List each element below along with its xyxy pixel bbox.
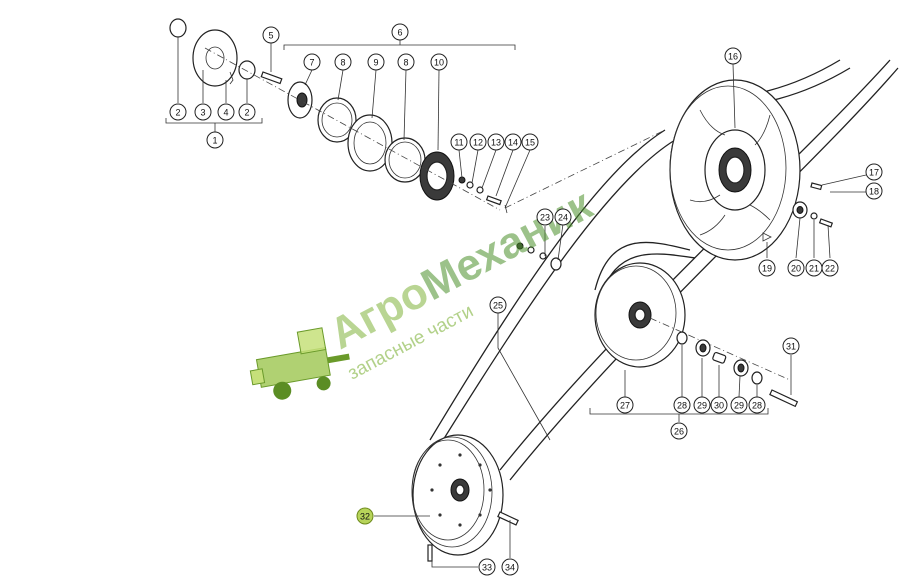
callout-3: 3 (194, 103, 212, 121)
large-pulley (669, 79, 801, 261)
callout-26: 26 (670, 422, 688, 440)
callout-label: 8 (340, 58, 345, 68)
callout-29: 29 (693, 396, 711, 414)
leader-lines (165, 37, 867, 568)
callout-9: 9 (367, 53, 385, 71)
callout-label: 29 (697, 401, 707, 411)
callout-24: 24 (554, 208, 572, 226)
callout-label: 4 (223, 108, 228, 118)
callout-19: 19 (758, 259, 776, 277)
bottom-pulley (411, 434, 504, 556)
callout-label: 6 (397, 28, 402, 38)
callout-28: 28 (673, 396, 691, 414)
callout-label: 22 (825, 264, 835, 274)
callout-label: 14 (508, 138, 518, 148)
callout-label: 28 (677, 401, 687, 411)
callout-label: 21 (809, 264, 819, 274)
callout-25: 25 (489, 296, 507, 314)
callout-10: 10 (430, 53, 448, 71)
callout-8: 8 (334, 53, 352, 71)
callout-8: 8 (397, 53, 415, 71)
callout-label: 34 (505, 563, 515, 573)
callout-label: 16 (728, 52, 738, 62)
callout-label: 9 (373, 58, 378, 68)
callout-label: 25 (493, 301, 503, 311)
callout-16: 16 (724, 47, 742, 65)
callout-2: 2 (238, 103, 256, 121)
callout-label: 12 (473, 138, 483, 148)
callout-label: 30 (714, 401, 724, 411)
pulley-hardware (427, 182, 834, 562)
callout-4: 4 (217, 103, 235, 121)
callout-34: 34 (501, 558, 519, 576)
callout-7: 7 (303, 53, 321, 71)
callout-label: 1 (212, 136, 217, 146)
callout-label: 31 (786, 342, 796, 352)
callout-label: 7 (309, 58, 314, 68)
callout-label: 8 (403, 58, 408, 68)
callout-13: 13 (487, 133, 505, 151)
callout-label: 5 (268, 31, 273, 41)
callout-28: 28 (748, 396, 766, 414)
callout-label: 17 (869, 168, 879, 178)
callout-12: 12 (469, 133, 487, 151)
callout-29: 29 (730, 396, 748, 414)
callout-30: 30 (710, 396, 728, 414)
callout-label: 2 (175, 108, 180, 118)
callout-label: 3 (200, 108, 205, 118)
callout-20: 20 (787, 259, 805, 277)
callout-label: 15 (525, 138, 535, 148)
callout-18: 18 (865, 182, 883, 200)
callout-label: 33 (482, 563, 492, 573)
middle-pulley (594, 262, 686, 368)
callout-label: 19 (762, 264, 772, 274)
callout-22: 22 (821, 259, 839, 277)
callout-5: 5 (262, 26, 280, 44)
callout-6: 6 (391, 23, 409, 41)
callout-32: 32 (356, 507, 374, 525)
callout-27: 27 (616, 396, 634, 414)
callout-23: 23 (536, 208, 554, 226)
hub-assembly (169, 18, 666, 271)
callout-label: 28 (752, 401, 762, 411)
callout-31: 31 (782, 337, 800, 355)
callout-label: 24 (558, 213, 568, 223)
callout-label: 26 (674, 427, 684, 437)
callout-21: 21 (805, 259, 823, 277)
callout-label: 11 (454, 138, 463, 148)
callout-11: 11 (450, 133, 468, 151)
callout-label: 29 (734, 401, 744, 411)
callout-33: 33 (478, 558, 496, 576)
callout-label: 2 (244, 108, 249, 118)
callout-14: 14 (504, 133, 522, 151)
callout-1: 1 (206, 131, 224, 149)
callout-label: 20 (791, 264, 801, 274)
callout-label: 10 (434, 58, 444, 68)
callout-label: 13 (491, 138, 501, 148)
combine-harvester-icon (249, 327, 350, 400)
callout-2: 2 (169, 103, 187, 121)
callout-17: 17 (865, 163, 883, 181)
callout-label: 18 (869, 187, 879, 197)
callout-15: 15 (521, 133, 539, 151)
callout-label: 27 (620, 401, 630, 411)
callout-label: 23 (540, 213, 550, 223)
callout-label: 32 (360, 512, 370, 522)
